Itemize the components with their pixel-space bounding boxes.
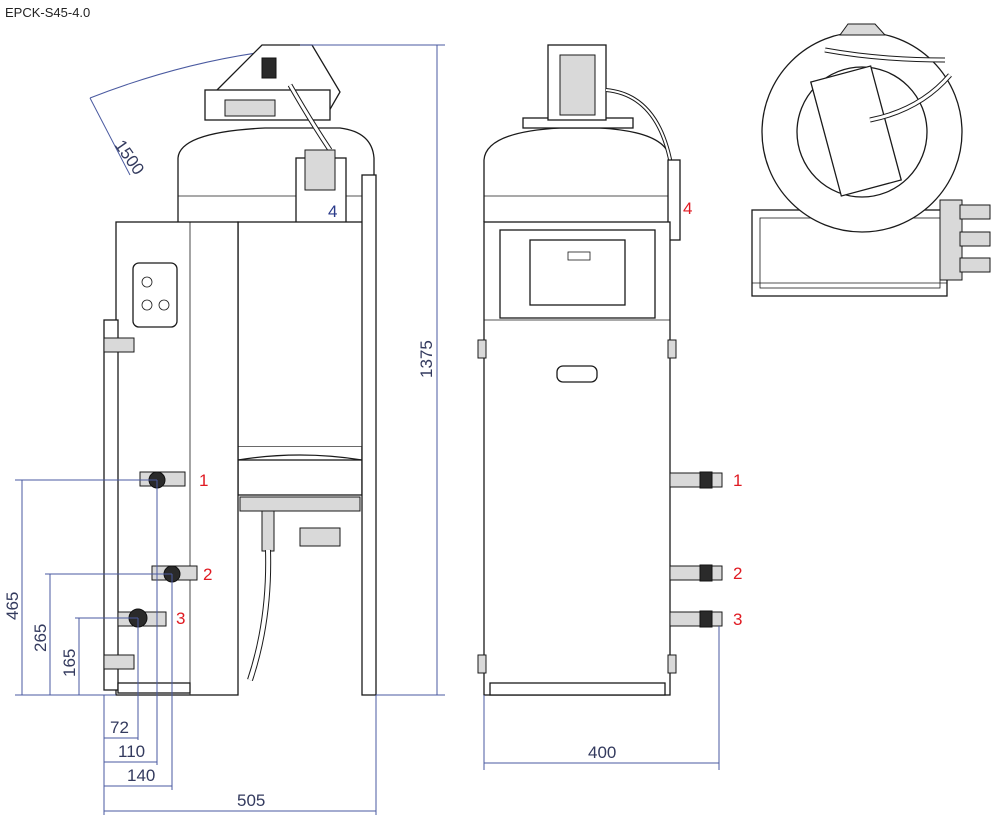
- front-callout-1: 1: [733, 471, 742, 490]
- side-connector-3: [117, 608, 167, 628]
- radius-label: 1500: [111, 136, 148, 178]
- rear-frame: [361, 174, 377, 696]
- front-connector-2: [669, 564, 723, 582]
- front-callout-3: 3: [733, 610, 742, 629]
- side-callout-4: 4: [328, 202, 337, 221]
- h465-label: 465: [3, 592, 22, 620]
- side-callout-2: 2: [203, 565, 212, 584]
- switch-icon: [158, 299, 170, 311]
- side-callout-3: 3: [176, 609, 185, 628]
- height-total-label: 1375: [417, 340, 436, 378]
- control-panel: [132, 262, 178, 328]
- model-label: EPCK-S45-4.0: [5, 5, 90, 20]
- w140-label: 140: [127, 766, 155, 785]
- front-view: 4 1 2 3 400: [477, 44, 742, 770]
- w110-label: 110: [118, 742, 145, 761]
- radius-leader: [89, 97, 131, 176]
- top-view: [751, 23, 991, 297]
- h165-label: 165: [60, 649, 79, 677]
- switch-icon: [141, 299, 153, 311]
- front-connector-1: [669, 471, 723, 489]
- top-connectors: [939, 199, 963, 281]
- front-display-box: [529, 239, 626, 306]
- front-handle: [556, 365, 598, 383]
- front-connector-3: [669, 610, 723, 628]
- w72-label: 72: [110, 718, 129, 737]
- side-view: 1500 4: [3, 44, 445, 815]
- h265-label: 265: [31, 624, 50, 652]
- bottom-manifold: [239, 496, 361, 512]
- front-callout-2: 2: [733, 564, 742, 583]
- switch-icon: [141, 276, 153, 288]
- side-callout-1: 1: [199, 471, 208, 490]
- width-side-label: 505: [237, 791, 265, 810]
- front-dome: [483, 127, 671, 222]
- width-front-label: 400: [588, 743, 616, 762]
- front-callout-4: 4: [683, 199, 692, 218]
